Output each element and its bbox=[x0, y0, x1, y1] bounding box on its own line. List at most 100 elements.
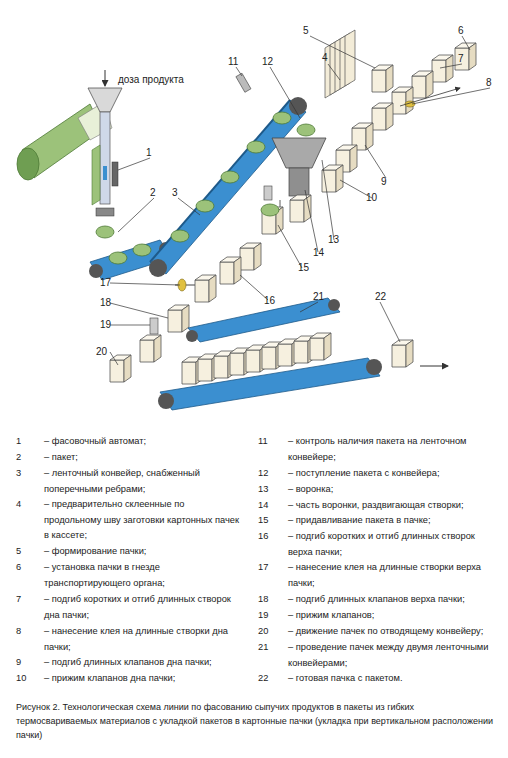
key-number: 22 bbox=[258, 671, 284, 687]
key-number: 11 bbox=[258, 434, 284, 450]
key-description: – подгиб коротких и отгиб длинных створо… bbox=[288, 529, 500, 560]
leader-line bbox=[365, 145, 386, 178]
leader-line bbox=[240, 275, 268, 300]
key-number: 21 bbox=[258, 640, 284, 656]
funnel-spreader bbox=[289, 168, 309, 196]
carton bbox=[372, 103, 393, 130]
callout-number: 5 bbox=[303, 25, 309, 37]
carton bbox=[372, 65, 393, 92]
callout-number: 15 bbox=[298, 262, 309, 274]
leader-line bbox=[278, 225, 302, 268]
key-description: – формирование пачки; bbox=[44, 544, 244, 560]
carton bbox=[195, 275, 216, 302]
leader-line bbox=[380, 302, 400, 342]
roller bbox=[149, 259, 167, 277]
carton bbox=[220, 257, 241, 284]
carton bbox=[110, 355, 131, 382]
carton bbox=[322, 165, 343, 192]
carton-blank bbox=[345, 30, 355, 86]
key-description: – проведение пачек между двумя ленточным… bbox=[288, 640, 500, 671]
callout-number: 1 bbox=[146, 147, 152, 159]
leader-line bbox=[118, 198, 154, 232]
pouch bbox=[171, 230, 189, 242]
leader-line bbox=[328, 64, 340, 80]
leader-line bbox=[118, 158, 150, 170]
pouch bbox=[247, 141, 265, 153]
pouch bbox=[273, 112, 291, 124]
key-number: 20 bbox=[258, 624, 284, 640]
callout-number: 12 bbox=[262, 56, 273, 68]
key-description: – часть воронки, раздвигающая створки; bbox=[288, 498, 500, 514]
callout-number: 11 bbox=[228, 56, 238, 68]
key-description: – предварительно склеенные по продольном… bbox=[44, 497, 244, 544]
carton bbox=[140, 335, 161, 362]
leader-line bbox=[310, 36, 375, 68]
pouch bbox=[221, 171, 239, 183]
pouch bbox=[109, 252, 127, 264]
key-number: 10 bbox=[16, 671, 42, 687]
carton bbox=[240, 243, 261, 270]
motion-arrow bbox=[400, 88, 460, 106]
roller bbox=[289, 97, 307, 115]
pouch bbox=[96, 226, 114, 238]
belt-edge bbox=[150, 100, 290, 262]
leader-line bbox=[236, 67, 242, 76]
inclined-conveyor bbox=[150, 100, 306, 274]
leader-line bbox=[110, 303, 168, 318]
carton bbox=[168, 305, 189, 332]
key-description: – нанесение клея на длинные створки верх… bbox=[288, 560, 500, 591]
key-number: 12 bbox=[258, 466, 284, 482]
key-description: – прижим клапанов; bbox=[288, 608, 500, 624]
leader-line bbox=[322, 160, 334, 240]
carton bbox=[392, 340, 413, 367]
leader-line bbox=[178, 198, 200, 215]
key-number: 15 bbox=[258, 513, 284, 529]
key-number: 19 bbox=[258, 608, 284, 624]
key-number: 4 bbox=[16, 497, 42, 513]
pouch bbox=[261, 204, 279, 216]
carton bbox=[392, 87, 413, 114]
roller bbox=[89, 264, 103, 278]
lower-belt bbox=[160, 358, 380, 410]
callout-number: 16 bbox=[264, 295, 275, 307]
callout-number: 8 bbox=[486, 77, 492, 89]
key-description: – движение пачек по отводящему конвейеру… bbox=[288, 624, 500, 640]
leader-line bbox=[110, 283, 180, 285]
roller bbox=[366, 359, 382, 375]
callout-number: 7 bbox=[458, 53, 464, 65]
key-number: 1 bbox=[16, 434, 42, 450]
leader-line bbox=[300, 302, 318, 312]
exit-arrow bbox=[420, 366, 448, 367]
plunger bbox=[264, 186, 272, 200]
pouch bbox=[196, 200, 214, 212]
belt-conveyor bbox=[90, 240, 172, 280]
key-description: – воронка; bbox=[288, 482, 500, 498]
leader-line bbox=[270, 67, 300, 118]
callout-number: 17 bbox=[100, 277, 111, 289]
jaw-insert bbox=[103, 166, 107, 180]
leader-line bbox=[305, 190, 318, 252]
sensor bbox=[236, 73, 251, 92]
callout-number: 19 bbox=[100, 319, 111, 331]
film-around-tube bbox=[92, 145, 100, 205]
callout-number: 18 bbox=[100, 297, 111, 309]
leader-line bbox=[412, 88, 490, 104]
carton bbox=[455, 43, 476, 70]
callout-number: 3 bbox=[172, 187, 178, 199]
line-illustration bbox=[0, 0, 508, 430]
key-description: – прижим клапанов дна пачки; bbox=[44, 671, 244, 687]
roll-end bbox=[17, 148, 39, 180]
figure-caption: Рисунок 2. Технологическая схема линии п… bbox=[16, 700, 494, 742]
roller bbox=[158, 393, 174, 409]
key-number: 9 bbox=[16, 655, 42, 671]
pouch bbox=[297, 124, 315, 136]
callout-number: 14 bbox=[313, 247, 324, 259]
leader-line bbox=[110, 352, 118, 365]
callout-number: 2 bbox=[150, 187, 156, 199]
key-description: – нанесение клея на длинные створки дна … bbox=[44, 624, 244, 655]
callout-number: 4 bbox=[322, 52, 328, 64]
roller bbox=[186, 330, 198, 342]
key-number: 5 bbox=[16, 544, 42, 560]
key-description: – придавливание пакета в пачке; bbox=[288, 513, 500, 529]
